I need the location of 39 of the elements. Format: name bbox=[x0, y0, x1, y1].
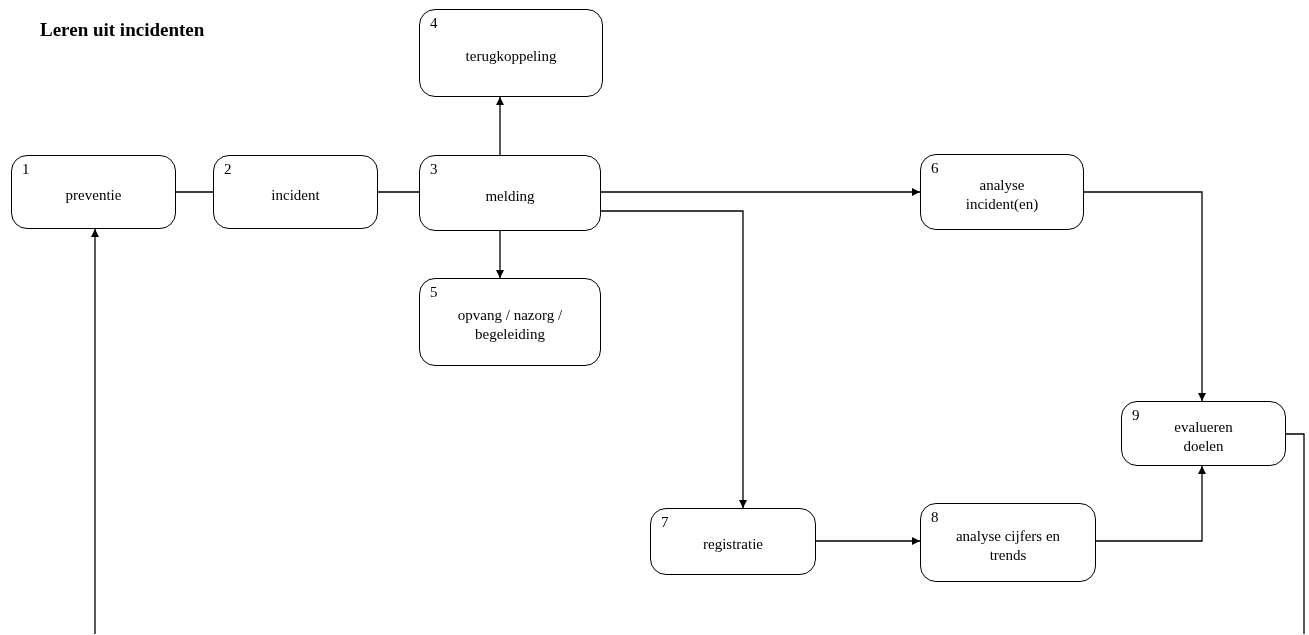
process-box bbox=[920, 154, 1084, 230]
step-label: preventie bbox=[65, 185, 122, 205]
step-number: 6 bbox=[931, 161, 939, 176]
arrow bbox=[600, 210, 747, 509]
process-box bbox=[650, 508, 816, 575]
step-number: 8 bbox=[931, 510, 939, 525]
step-number: 4 bbox=[430, 16, 438, 31]
process-box bbox=[920, 503, 1096, 582]
step-label: melding bbox=[485, 186, 535, 206]
step-number: 7 bbox=[661, 515, 669, 530]
process-box bbox=[1121, 401, 1286, 466]
step-label: opvang / nazorg / begeleiding bbox=[456, 306, 564, 344]
process-box bbox=[213, 155, 378, 229]
arrow bbox=[815, 537, 921, 545]
step-label: analyse cijfers en trends bbox=[954, 526, 1062, 565]
connector-line bbox=[1285, 433, 1305, 635]
arrow bbox=[91, 228, 99, 635]
process-box bbox=[419, 9, 603, 97]
process-box bbox=[419, 155, 601, 231]
step-number: 2 bbox=[224, 162, 232, 177]
process-box bbox=[419, 278, 601, 366]
arrow bbox=[1083, 191, 1206, 402]
connector-line bbox=[175, 191, 214, 193]
step-number: 5 bbox=[430, 285, 438, 300]
process-box bbox=[11, 155, 176, 229]
step-label: incident bbox=[271, 185, 320, 205]
arrow bbox=[1095, 465, 1206, 542]
step-label: analyse incident(en) bbox=[964, 176, 1040, 214]
arrow bbox=[496, 230, 504, 279]
diagram-title: Leren uit incidenten bbox=[40, 18, 205, 42]
step-number: 3 bbox=[430, 162, 438, 177]
connector-line bbox=[377, 191, 420, 193]
arrow bbox=[600, 188, 921, 196]
step-label: terugkoppeling bbox=[465, 46, 557, 66]
arrow bbox=[496, 96, 504, 156]
step-number: 1 bbox=[22, 162, 30, 177]
step-number: 9 bbox=[1132, 408, 1140, 423]
step-label: evalueren doelen bbox=[1173, 417, 1234, 456]
step-label: registratie bbox=[703, 535, 763, 554]
